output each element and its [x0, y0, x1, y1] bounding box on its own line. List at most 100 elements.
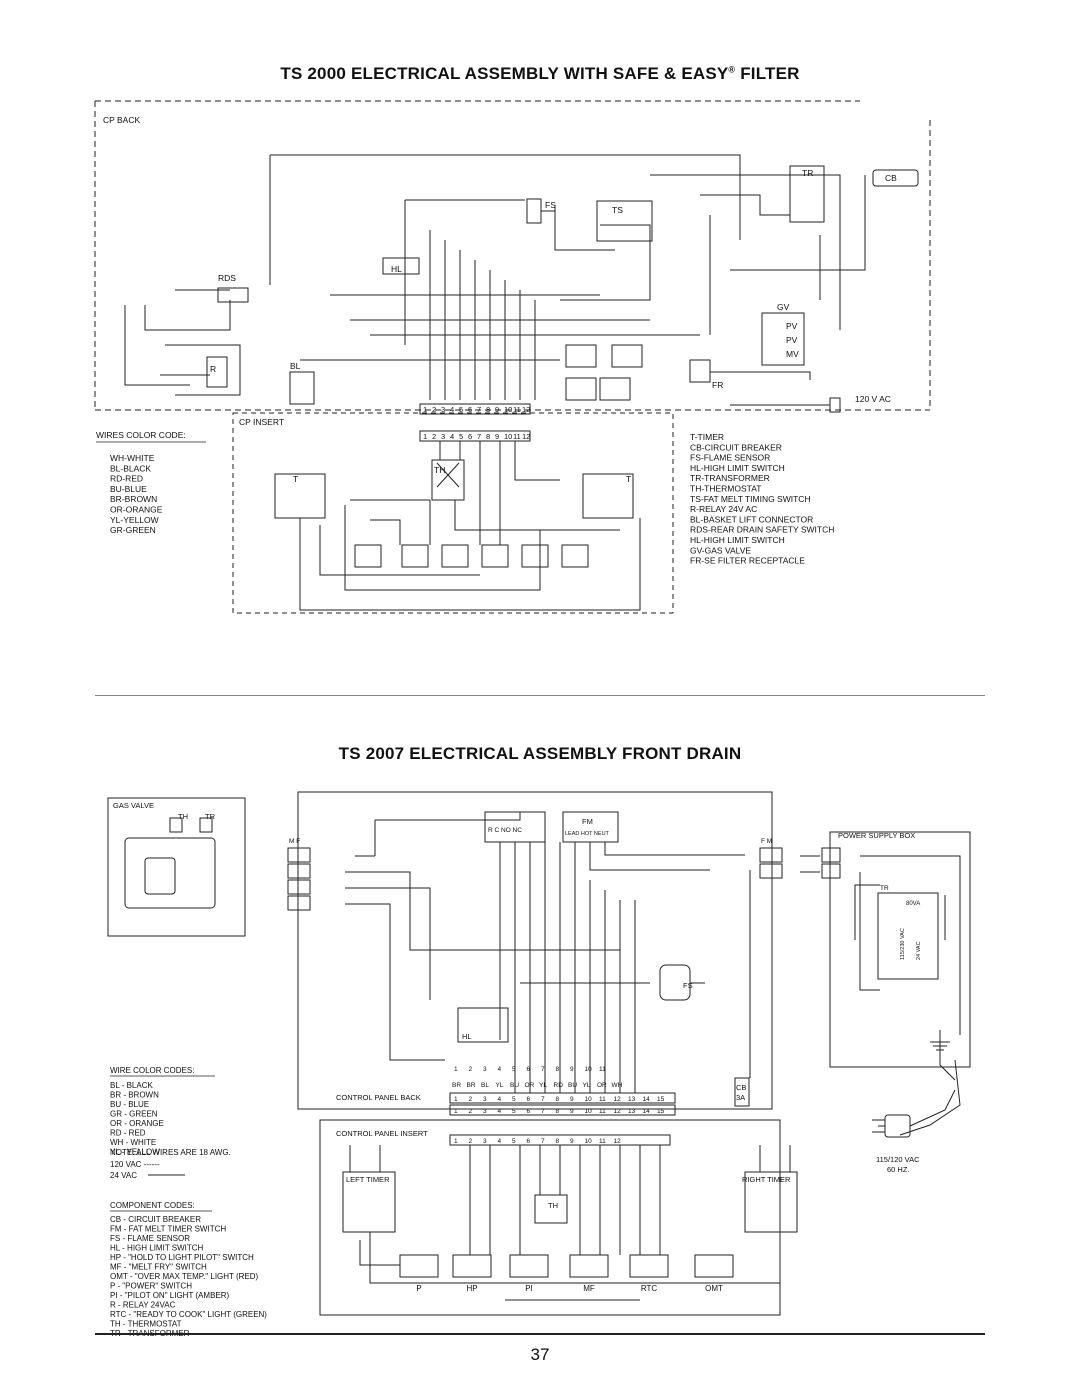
hl-label: HL — [391, 264, 402, 274]
top-legend-item: TR-TRANSFORMER — [690, 473, 770, 483]
wire-number-tag: 7 — [541, 1066, 545, 1073]
wire-code-tag: YL — [539, 1082, 547, 1089]
th-label: TH — [434, 465, 445, 475]
insert-pin-label: 2 — [432, 432, 436, 441]
bottom-wire-color-item: BU - BLUE — [110, 1100, 149, 1109]
cp-back-label: CP BACK — [103, 115, 140, 125]
component-code-item: HL - HIGH LIMIT SWITCH — [110, 1244, 204, 1253]
right-fm-label: F M — [761, 838, 772, 845]
left-timer-label: LEFT TIMER — [346, 1175, 390, 1184]
component-code-item: MF - "MELT FRY" SWITCH — [110, 1263, 207, 1272]
wire-code-tag: YL — [583, 1082, 591, 1089]
insert-pin: 11 — [599, 1138, 606, 1145]
connector-pin-label: 4 — [450, 405, 454, 414]
wire-number-tag: 4 — [498, 1066, 502, 1073]
back-pin-f: 4 — [498, 1096, 502, 1103]
vac24-label: 24 VAC — [916, 941, 922, 960]
pv-label-2: PV — [786, 335, 798, 345]
wire-number-tag: 8 — [556, 1066, 560, 1073]
bottom-cb-label: CB — [736, 1083, 746, 1092]
bottom-wire-color-item: WH - WHITE — [110, 1138, 156, 1147]
insert-pin-label: 3 — [441, 432, 445, 441]
back-pin-f: 5 — [512, 1096, 516, 1103]
component-code-item: FS - FLAME SENSOR — [110, 1234, 190, 1243]
timer-right-label: T — [626, 474, 631, 484]
page-footer-rule — [95, 1333, 985, 1335]
connector-pin-label: 10 — [504, 405, 512, 414]
cp-insert-label: CP INSERT — [239, 417, 284, 427]
top-wiring-diagram — [94, 100, 931, 614]
bottom-wire-color-item: BL - BLACK — [110, 1081, 153, 1090]
insert-pin: 12 — [614, 1138, 622, 1145]
wire-code-tag: BR — [452, 1082, 461, 1089]
top-wire-color-item: OR-ORANGE — [110, 505, 163, 515]
top-legend-item: BL-BASKET LIFT CONNECTOR — [690, 514, 813, 524]
bottom-diagram-labels: GAS VALVE TH TR FM LEAD HOT NEUT R C NO … — [113, 801, 922, 1210]
back-pin-m: 2 — [469, 1108, 473, 1115]
connector-pin-label: 8 — [486, 405, 490, 414]
component-code-item: PI - "PILOT ON" LIGHT (AMBER) — [110, 1291, 230, 1300]
insert-pin-label: 4 — [450, 432, 454, 441]
back-pin-f: 9 — [570, 1096, 574, 1103]
bottom-tr-label: TR — [205, 812, 216, 821]
back-pin-m: 8 — [556, 1108, 560, 1115]
insert-pin-label: 5 — [459, 432, 463, 441]
control-panel-pins: 1112223334445556667778889991010101111111… — [452, 1066, 665, 1145]
top-legend-item: RDS-REAR DRAIN SAFETY SWITCH — [690, 525, 834, 535]
insert-pin-label: 10 — [504, 432, 512, 441]
connector-pin-label: 6 — [468, 405, 472, 414]
insert-pin: 6 — [527, 1138, 531, 1145]
back-pin-f: 3 — [483, 1096, 487, 1103]
bottom-fs-label: FS — [683, 981, 693, 990]
top-legend-item: GV-GAS VALVE — [690, 545, 751, 555]
wire-code-tag: RD — [554, 1082, 564, 1089]
connector-pin-label: 9 — [495, 405, 499, 414]
back-pin-m: 15 — [657, 1108, 665, 1115]
back-pin-f: 6 — [527, 1096, 531, 1103]
top-legend-item: HL-HIGH LIMIT SWITCH — [690, 535, 785, 545]
wire-number-tag: 6 — [527, 1066, 531, 1073]
wire-code-tag: WH — [612, 1082, 623, 1089]
bottom-th-label: TH — [178, 812, 188, 821]
insert-pin: 3 — [483, 1138, 487, 1145]
component-code-item: CB - CIRCUIT BREAKER — [110, 1215, 201, 1224]
vac120-note: 120 VAC ------ — [110, 1160, 160, 1169]
insert-pin-label: 8 — [486, 432, 490, 441]
top-wire-color-item: GR-GREEN — [110, 525, 156, 535]
top-legend-item: CB-CIRCUIT BREAKER — [690, 442, 782, 452]
component-codes-title: COMPONENT CODES: — [110, 1201, 195, 1210]
back-pin-f: 7 — [541, 1096, 545, 1103]
tr-va-label: 80VA — [906, 901, 920, 907]
back-pin-m: 7 — [541, 1108, 545, 1115]
back-pin-m: 6 — [527, 1108, 531, 1115]
control-panel-insert-label: CONTROL PANEL INSERT — [336, 1129, 428, 1138]
top-diagram-labels: CP BACK CP INSERT RDS HL FS TS TR CB GV … — [103, 115, 897, 484]
rds-label: RDS — [218, 273, 236, 283]
wire-number-tag: 10 — [585, 1066, 593, 1073]
insert-pin: 10 — [585, 1138, 593, 1145]
vac24-note: 24 VAC — [110, 1171, 137, 1180]
insert-pin-label: 7 — [477, 432, 481, 441]
wire-number-tag: 1 — [454, 1066, 458, 1073]
bottom-wire-color-item: BR - BROWN — [110, 1091, 159, 1100]
back-pin-f: 8 — [556, 1096, 560, 1103]
back-pin-m: 3 — [483, 1108, 487, 1115]
component-code-item: TH - THERMOSTAT — [110, 1320, 182, 1329]
back-pin-f: 1 — [454, 1096, 458, 1103]
ts-label: TS — [612, 205, 623, 215]
wire-code-tag: BU — [510, 1082, 519, 1089]
connector-pin-label: 3 — [441, 405, 445, 414]
vac-range-label: 115/230 VAC — [900, 928, 906, 960]
back-pin-m: 12 — [614, 1108, 622, 1115]
insert-pin-label: 12 — [522, 432, 530, 441]
bottom-wire-color-item: RD - RED — [110, 1129, 146, 1138]
top-wire-color-item: YL-YELLOW — [110, 515, 159, 525]
back-pin-m: 11 — [599, 1108, 606, 1115]
button-5-label: OMT — [705, 1284, 723, 1293]
back-pin-m: 14 — [643, 1108, 651, 1115]
back-pin-f: 11 — [599, 1096, 606, 1103]
top-legend-item: TS-FAT MELT TIMING SWITCH — [690, 494, 811, 504]
wire-number-tag: 3 — [483, 1066, 487, 1073]
